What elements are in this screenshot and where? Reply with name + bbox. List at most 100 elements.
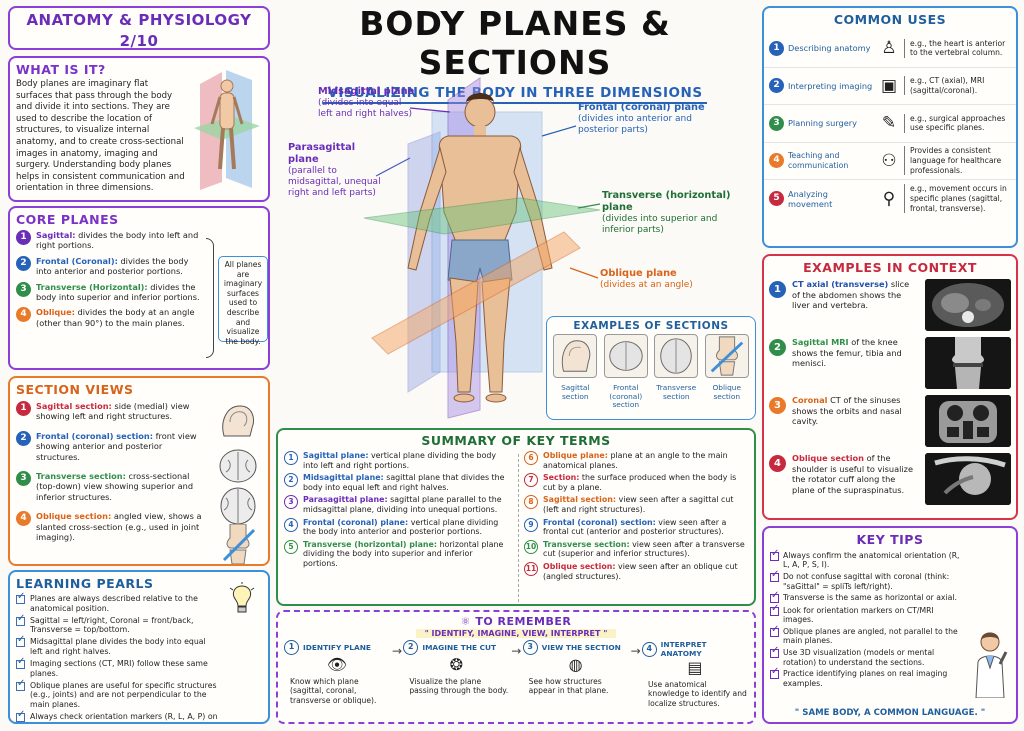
mri-knee-image	[925, 337, 1011, 389]
section-views-card: SECTION VIEWS 1 Sagittal section: side (…	[8, 376, 270, 566]
checkbox-icon	[16, 614, 25, 626]
use-item: 2 Interpreting imaging ▣ e.g., CT (axial…	[764, 68, 1016, 105]
arrow-right-icon: →	[511, 644, 522, 658]
example-sagittal: Sagittal section	[552, 334, 598, 410]
checkbox-icon	[770, 667, 779, 680]
parasagittal-label: Parasagittal plane(parallel to midsagitt…	[288, 142, 381, 198]
coronal-brain-icon	[219, 449, 257, 483]
examples-title: EXAMPLES OF SECTIONS	[573, 320, 729, 332]
bracket-decoration	[206, 238, 214, 358]
mri-shoulder-image	[925, 453, 1011, 505]
common-uses-card: COMMON USES 1 Describing anatomy ♙ e.g.,…	[762, 6, 1018, 248]
uses-title: COMMON USES	[833, 12, 947, 27]
tip-item: Do not confuse sagittal with coronal (th…	[764, 570, 972, 591]
what-text: Body planes are imaginary flat surfaces …	[16, 79, 185, 194]
page-title: BODY PLANES & SECTIONS	[359, 4, 671, 82]
tip-item: Use 3D visualization (models or mental r…	[764, 646, 972, 667]
section-item: 3 Transverse section: cross-sectional (t…	[10, 471, 210, 502]
tips-footer: " SAME BODY, A COMMON LANGUAGE. "	[794, 708, 986, 718]
arrow-right-icon: →	[630, 644, 641, 658]
runner-icon: ⚲	[882, 188, 896, 209]
core-title: CORE PLANES	[16, 212, 119, 227]
sagittal-head-icon	[553, 334, 598, 378]
pearl-item: Midsagittal plane divides the body into …	[10, 635, 224, 656]
arrow-right-icon: →	[391, 644, 402, 658]
tip-item: Look for orientation markers on CT/MRI i…	[764, 604, 972, 625]
checkbox-icon	[770, 570, 779, 583]
checkbox-icon	[770, 549, 779, 561]
series-title: ANATOMY & PHYSIOLOGY	[26, 11, 252, 29]
checkbox-icon	[16, 679, 25, 691]
context-item: 4 Oblique section of the shoulder is use…	[764, 453, 1016, 511]
core-note: All planes are imaginary surfaces used t…	[218, 256, 268, 346]
series-title-card: ANATOMY & PHYSIOLOGY 2/10	[8, 6, 270, 50]
use-item: 1 Describing anatomy ♙ e.g., the heart i…	[764, 30, 1016, 68]
ct-abdomen-image	[925, 279, 1011, 331]
checkbox-icon	[16, 657, 25, 670]
checkbox-icon	[16, 635, 25, 648]
core-item: 1 Sagittal: divides the body into left a…	[10, 230, 208, 251]
section-slice-icon: ◍	[568, 655, 583, 674]
section-title: SECTION VIEWS	[16, 382, 134, 397]
context-title: EXAMPLES IN CONTEXT	[803, 260, 977, 275]
example-transverse: Transverse section	[653, 334, 699, 410]
transverse-label: Transverse (horizontal) plane(divides in…	[602, 190, 731, 235]
scalpel-icon: ✎	[881, 113, 897, 134]
transverse-brain-icon	[220, 487, 256, 525]
monitor-icon: ▣	[880, 75, 898, 96]
transverse-plane	[363, 197, 601, 235]
page-subtitle: VISUALIZING THE BODY IN THREE DIMENSIONS	[323, 85, 707, 104]
examples-in-context-card: EXAMPLES IN CONTEXT 1 CT axial (transver…	[762, 254, 1018, 520]
oblique-label: Oblique plane(divides at an angle)	[600, 268, 693, 290]
sagittal-head-icon	[222, 405, 254, 437]
to-remember-card: ⚛ TO REMEMBER " IDENTIFY, IMAGINE, VIEW,…	[276, 610, 756, 724]
use-item: 4 Teaching and communication ⚇ Provides …	[764, 143, 1016, 180]
body-planes-illustration	[363, 77, 601, 419]
document-icon: ▤	[687, 658, 703, 677]
use-item: 3 Planning surgery ✎ e.g., surgical appr…	[764, 105, 1016, 143]
body-planes-figure: Midsagittal plane(divides into equal lef…	[280, 72, 760, 422]
pearl-item: Sagittal = left/right, Coronal = front/b…	[10, 614, 224, 635]
group-icon: ⚇	[881, 150, 897, 171]
what-is-it-card: WHAT IS IT? Body planes are imaginary fl…	[8, 56, 270, 202]
context-item: 1 CT axial (transverse) slice of the abd…	[764, 279, 1016, 337]
example-oblique: Oblique section	[704, 334, 750, 410]
body-planes-mini-icon	[194, 70, 260, 190]
what-title: WHAT IS IT?	[16, 62, 106, 77]
checkbox-icon	[770, 646, 779, 659]
tip-item: Transverse is the same as horizontal or …	[764, 591, 972, 604]
section-item: 2 Frontal (coronal) section: front view …	[10, 430, 210, 462]
brain-icon: ❂	[449, 655, 464, 674]
context-item: 2 Sagittal MRI of the knee shows the fem…	[764, 337, 1016, 395]
torso-icon: ♙	[881, 38, 897, 59]
pearls-title: LEARNING PEARLS	[16, 576, 154, 591]
knee-joint-icon	[222, 524, 256, 564]
doctor-icon	[975, 632, 1008, 698]
checkbox-icon	[770, 604, 779, 616]
pearl-item: Imaging sections (CT, MRI) follow these …	[10, 657, 224, 678]
tips-title: KEY TIPS	[856, 532, 924, 547]
brain-icon: ⚛	[460, 615, 476, 628]
key-tips-card: KEY TIPS Always confirm the anatomical o…	[762, 526, 1018, 724]
lightbulb-icon	[229, 582, 255, 613]
pearl-item: Oblique planes are useful for specific s…	[10, 679, 224, 710]
example-frontal: Frontal (coronal) section	[603, 334, 649, 410]
remember-title: ⚛ TO REMEMBER	[460, 615, 572, 628]
summary-divider	[518, 454, 519, 602]
eye-icon: 👁	[326, 655, 348, 674]
main-title-block: BODY PLANES & SECTIONS VISUALIZING THE B…	[280, 4, 750, 104]
ct-sinus-image	[925, 395, 1011, 447]
coronal-brain-icon	[603, 334, 648, 378]
summary-title: SUMMARY OF KEY TERMS	[421, 433, 611, 448]
core-item: 2 Frontal (Coronal): divides the body in…	[10, 255, 208, 277]
